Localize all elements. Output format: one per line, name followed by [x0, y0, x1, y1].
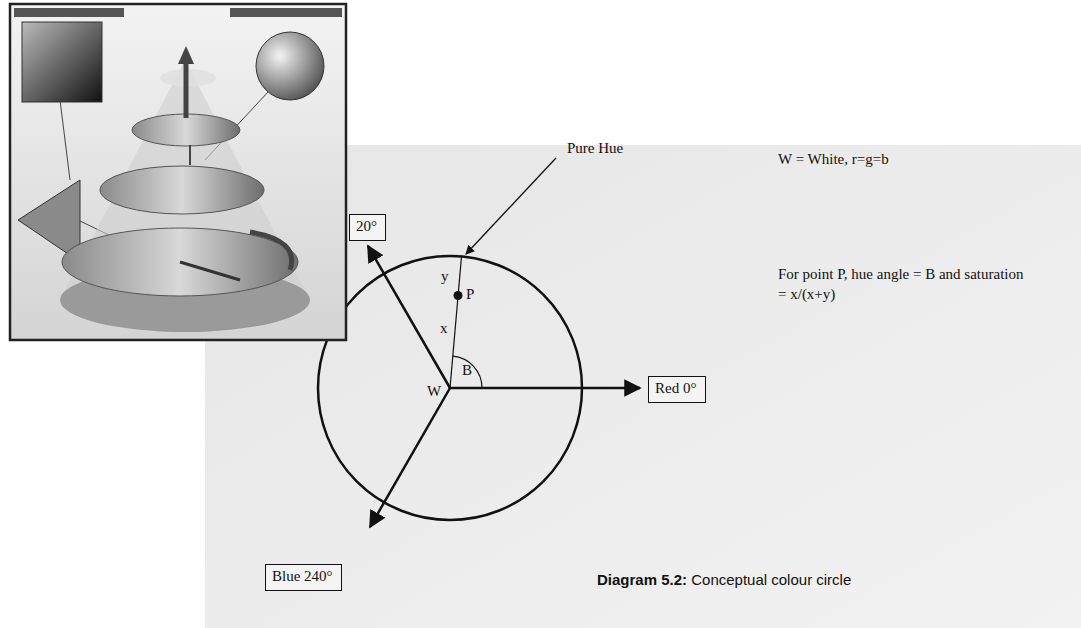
note-text: For point P, hue angle = B and saturatio…: [778, 264, 1028, 305]
angle-box: Blue 240°: [265, 564, 342, 591]
box-label: Red 0°: [655, 380, 699, 397]
angle-box: 20°: [349, 214, 386, 241]
segment-label: x: [440, 318, 448, 338]
note-text: W = White, r=g=b: [778, 149, 889, 169]
segment-label: y: [441, 266, 449, 286]
angle-box: Red 0°: [648, 376, 706, 403]
caption: Diagram 5.2: Conceptual colour circle: [597, 571, 851, 588]
angle-label: B: [462, 360, 472, 380]
point-label: P: [466, 284, 474, 304]
box-label: 20°: [356, 218, 379, 235]
callout-label: Pure Hue: [567, 138, 623, 158]
hsv-cone-picture: [10, 4, 346, 340]
box-label: Blue 240°: [272, 568, 335, 585]
centre-label: W: [427, 381, 441, 401]
colour-circle: [318, 158, 640, 527]
